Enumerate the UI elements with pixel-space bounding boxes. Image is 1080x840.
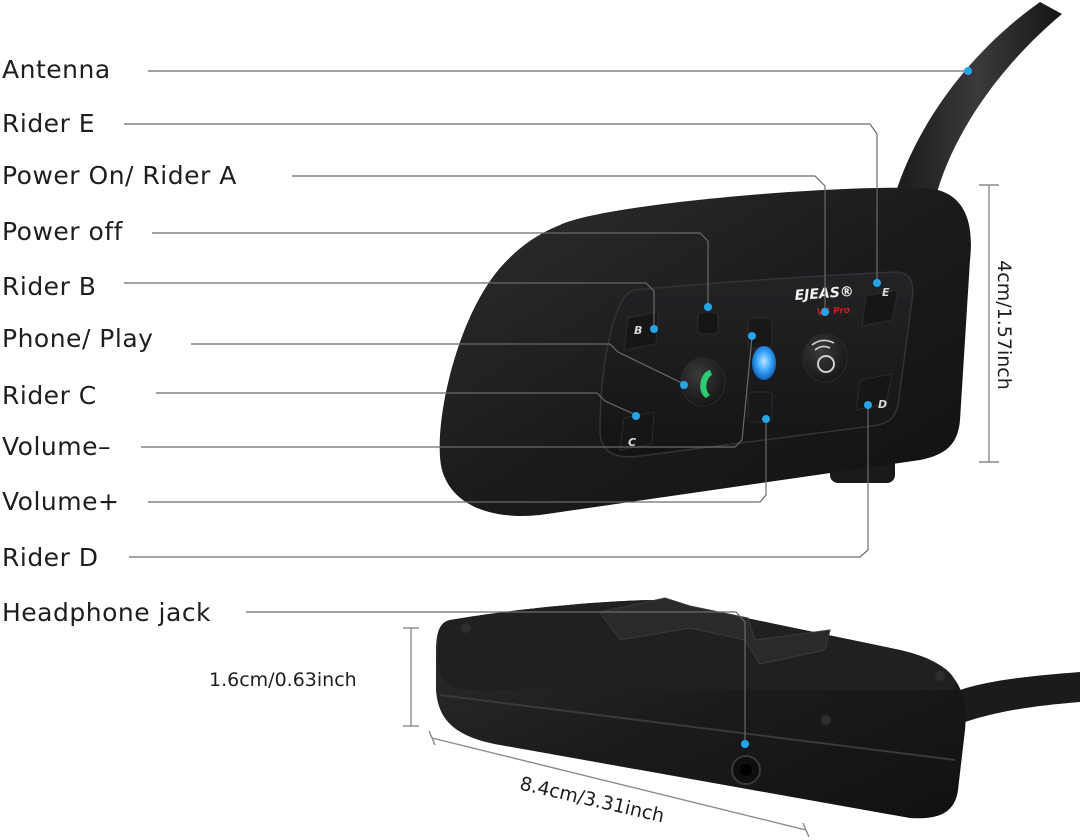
mount-clip xyxy=(599,597,831,665)
button-letter-d: D xyxy=(878,398,887,411)
rider-e-button[interactable] xyxy=(861,289,899,327)
volume-plus-button[interactable] xyxy=(747,391,773,423)
label-rider-d: Rider D xyxy=(2,543,99,572)
label-headphone-jack: Headphone jack xyxy=(2,598,212,627)
label-rider-e: Rider E xyxy=(2,109,96,138)
callout-dot xyxy=(762,415,770,423)
callout-dot xyxy=(821,308,829,316)
callout-dot xyxy=(650,325,658,333)
signal-icon xyxy=(811,339,835,351)
power-off-button[interactable] xyxy=(697,311,719,335)
callout-dot xyxy=(741,740,749,748)
cable xyxy=(960,672,1080,722)
label-rider-c: Rider C xyxy=(2,381,97,410)
screw xyxy=(821,715,831,725)
label-rider-b: Rider B xyxy=(2,272,97,301)
power-on-button[interactable] xyxy=(802,333,848,383)
dimension-height-top: 4cm/1.57inch xyxy=(993,260,1015,390)
callout-dots xyxy=(632,67,972,748)
bottom-device-top xyxy=(438,600,956,690)
rider-d-button[interactable] xyxy=(855,373,893,411)
button-letter-b: B xyxy=(634,324,642,337)
label-antenna: Antenna xyxy=(2,55,111,84)
callout-dot xyxy=(704,303,712,311)
screw xyxy=(935,671,945,681)
label-volume-plus: Volume+ xyxy=(2,487,120,516)
leader-lines xyxy=(124,70,968,742)
label-power-on: Power On/ Rider A xyxy=(2,161,237,190)
callout-dot xyxy=(680,381,688,389)
dimension-height-bottom: 1.6cm/0.63inch xyxy=(209,669,357,691)
callout-dot xyxy=(873,279,881,287)
button-letter-e: E xyxy=(882,286,890,299)
headphone-jack-hole xyxy=(740,764,752,776)
callout-dot xyxy=(964,67,972,75)
callout-dot xyxy=(632,412,640,420)
screw xyxy=(461,623,471,633)
button-letter-c: C xyxy=(628,436,636,449)
phone-icon xyxy=(700,370,712,398)
label-phone-play: Phone/ Play xyxy=(2,324,154,353)
callout-dot xyxy=(864,401,872,409)
brand-logo: EJEAS® xyxy=(794,284,854,304)
dimension-lines xyxy=(403,184,999,838)
antenna-shape xyxy=(895,2,1062,200)
rider-b-button[interactable] xyxy=(623,311,659,351)
seam-line xyxy=(439,694,956,761)
rider-c-button[interactable] xyxy=(619,411,655,451)
label-volume-minus: Volume– xyxy=(2,432,111,461)
label-power-off: Power off xyxy=(2,217,123,246)
rider-a-icon xyxy=(817,355,835,373)
callout-dot xyxy=(748,332,756,340)
status-led xyxy=(752,346,776,380)
